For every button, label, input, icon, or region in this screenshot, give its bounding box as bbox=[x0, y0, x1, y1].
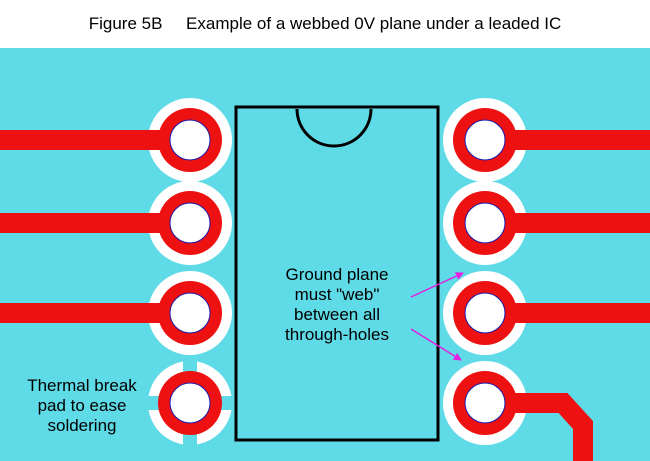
track-right-3 bbox=[485, 303, 650, 323]
drill-holes bbox=[169, 119, 506, 424]
thermal-spoke-top bbox=[183, 359, 197, 373]
callout-line: pad to ease bbox=[37, 396, 127, 415]
copper-tracks bbox=[0, 130, 650, 323]
track-right-1 bbox=[485, 130, 650, 150]
thermal-spoke-left bbox=[146, 396, 160, 410]
callout-arrow bbox=[410, 328, 462, 361]
callout-line: soldering bbox=[47, 416, 117, 435]
hole bbox=[169, 382, 211, 424]
hole bbox=[464, 292, 506, 334]
track-left-2 bbox=[0, 213, 190, 233]
callout-line: Thermal break bbox=[27, 376, 137, 395]
thermal-spoke-bottom bbox=[183, 433, 197, 447]
callout-arrow bbox=[410, 272, 464, 298]
callout-line: must "web" bbox=[294, 285, 380, 304]
hole bbox=[464, 202, 506, 244]
hole bbox=[169, 119, 211, 161]
thermal-spoke-right bbox=[220, 396, 234, 410]
ic-outline bbox=[234, 105, 440, 442]
track-right-4 bbox=[485, 393, 593, 461]
thermal-break-callout: Thermal break pad to ease soldering bbox=[12, 376, 152, 436]
callout-line: through-holes bbox=[285, 325, 389, 344]
track-left-1 bbox=[0, 130, 190, 150]
track-right-2 bbox=[485, 213, 650, 233]
hole bbox=[464, 119, 506, 161]
callout-line: between all bbox=[293, 305, 380, 324]
ground-plane bbox=[0, 48, 650, 461]
hole bbox=[169, 292, 211, 334]
ic-notch bbox=[295, 108, 373, 148]
callout-line: Ground plane bbox=[285, 265, 389, 284]
hole bbox=[464, 382, 506, 424]
hole bbox=[169, 202, 211, 244]
ground-plane-callout: Ground plane must "web" between all thro… bbox=[262, 265, 412, 345]
figure-title: Figure 5B Example of a webbed 0V plane u… bbox=[88, 14, 562, 33]
track-left-3 bbox=[0, 303, 190, 323]
